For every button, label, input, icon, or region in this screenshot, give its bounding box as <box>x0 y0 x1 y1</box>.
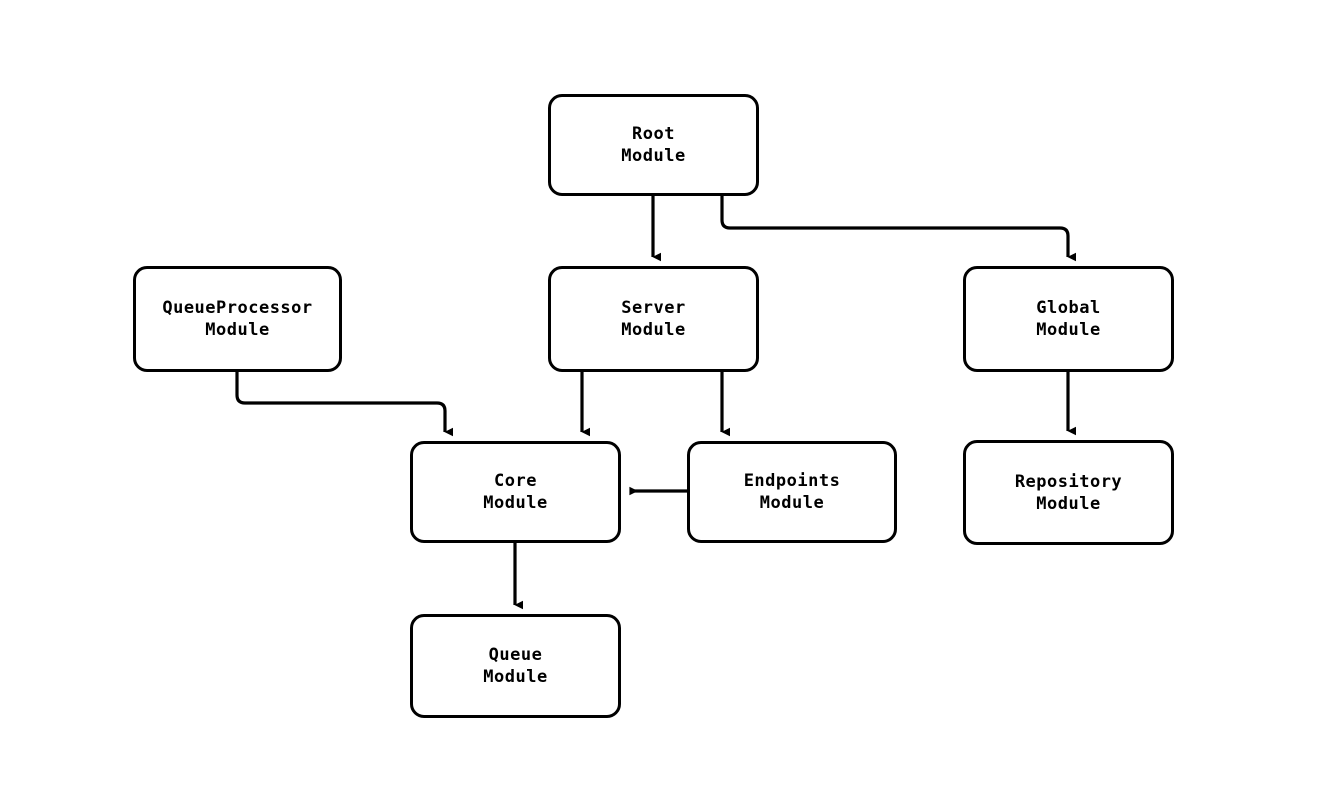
node-core-module[interactable]: Core Module <box>410 441 621 543</box>
node-repository-module-line1: Repository <box>1014 471 1123 492</box>
node-root-module[interactable]: Root Module <box>548 94 759 196</box>
node-queue-module-line1: Queue <box>488 645 543 665</box>
node-repository-module-line2: Module <box>1036 493 1101 514</box>
node-repository-module[interactable]: Repository Module <box>963 440 1174 545</box>
node-global-module-line1: Global <box>1036 298 1101 318</box>
node-global-module[interactable]: Global Module <box>963 266 1174 372</box>
edge-root-to-global <box>720 196 1076 262</box>
node-queue-module-line2: Module <box>483 667 548 687</box>
node-queueprocessor-module-line1: QueueProcessor <box>162 298 313 318</box>
node-core-module-line1: Core <box>494 471 537 491</box>
node-endpoints-module-line1: Endpoints <box>743 471 841 491</box>
node-core-module-line2: Module <box>483 493 548 513</box>
node-server-module-line1: Server <box>621 298 686 318</box>
edge-queueprocessor-to-core <box>235 372 453 437</box>
node-queueprocessor-module-line2: Module <box>205 320 270 340</box>
node-queue-module[interactable]: Queue Module <box>410 614 621 718</box>
node-root-module-line1: Root <box>632 124 675 144</box>
node-endpoints-module[interactable]: Endpoints Module <box>687 441 897 543</box>
node-server-module[interactable]: Server Module <box>548 266 759 372</box>
node-server-module-line2: Module <box>621 320 686 340</box>
node-global-module-line2: Module <box>1036 320 1101 340</box>
node-queueprocessor-module[interactable]: QueueProcessor Module <box>133 266 342 372</box>
node-root-module-line2: Module <box>621 146 686 166</box>
node-endpoints-module-line2: Module <box>759 493 825 513</box>
